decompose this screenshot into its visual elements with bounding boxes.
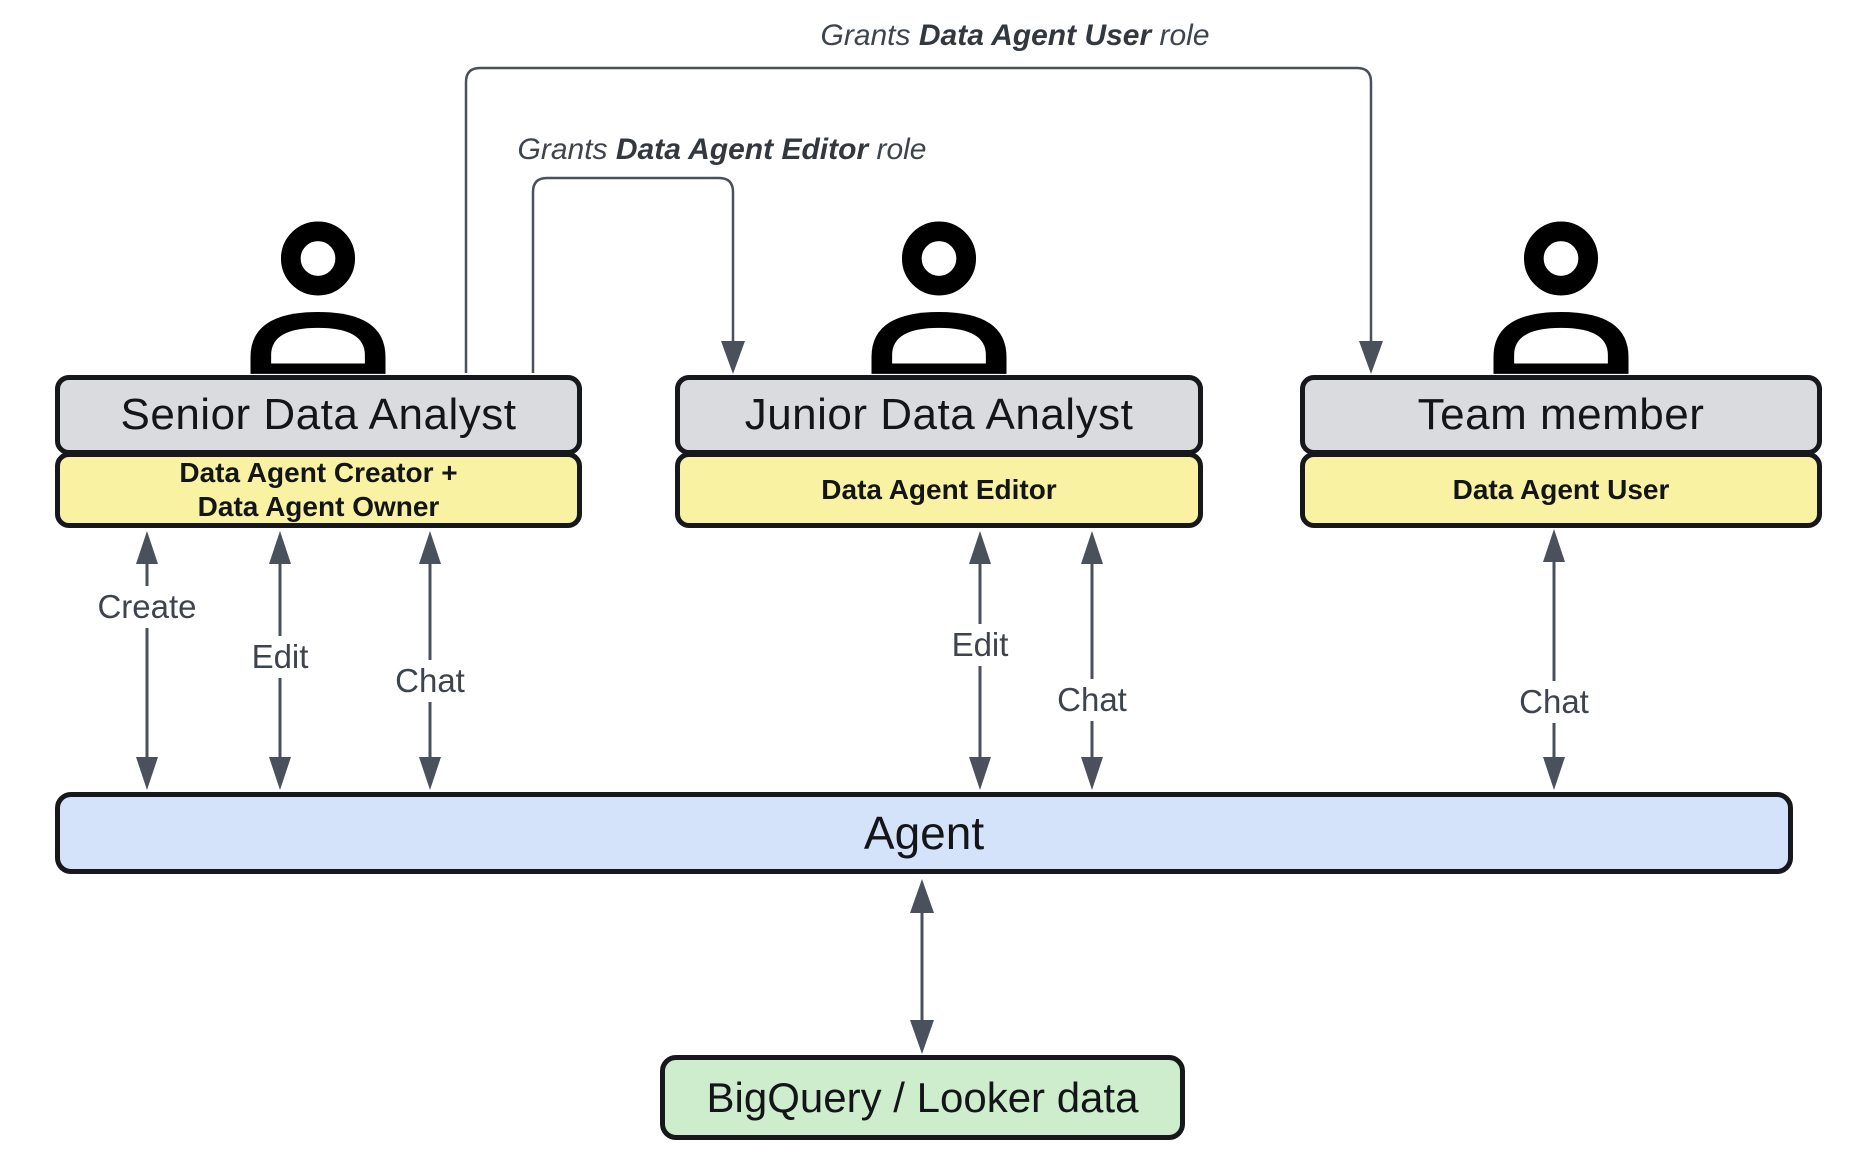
senior-chat-label: Chat (385, 660, 475, 702)
grants-user-label: Grants Data Agent User role (820, 19, 1209, 53)
grants-user-role-name: Data Agent User (918, 19, 1152, 52)
junior-chat-label: Chat (1047, 679, 1137, 721)
agent-bar: Agent (55, 792, 1793, 874)
arrow-senior-create (136, 531, 158, 790)
datastore-box: BigQuery / Looker data (660, 1055, 1185, 1140)
grants-user-prefix: Grants (820, 19, 919, 52)
grants-editor-prefix: Grants (517, 133, 616, 166)
grants-user-suffix: role (1151, 19, 1210, 52)
senior-create-label: Create (87, 586, 207, 628)
grants-editor-arrowhead-icon (721, 341, 745, 374)
junior-analyst-role-box: Data Agent Editor (675, 452, 1203, 528)
team-chat-label: Chat (1509, 681, 1599, 723)
grants-editor-suffix: role (868, 133, 927, 166)
arrow-team-chat (1543, 529, 1565, 790)
grants-user-connector (464, 66, 1383, 374)
grants-editor-label: Grants Data Agent Editor role (518, 133, 927, 167)
senior-analyst-role-box: Data Agent Creator + Data Agent Owner (55, 452, 582, 528)
team-member-role-box: Data Agent User (1300, 452, 1822, 528)
person-icon (250, 221, 386, 374)
junior-edit-label: Edit (941, 624, 1019, 666)
person-icon (871, 221, 1007, 374)
junior-analyst-title-box: Junior Data Analyst (675, 375, 1203, 455)
senior-analyst-title-box: Senior Data Analyst (55, 375, 582, 455)
grants-user-arrowhead-icon (1359, 341, 1383, 374)
arrow-agent-datastore (910, 879, 934, 1054)
grants-editor-connector (531, 176, 745, 374)
person-icon (1493, 221, 1629, 374)
senior-edit-label: Edit (241, 636, 319, 678)
team-member-title-box: Team member (1300, 375, 1822, 455)
grants-editor-role-name: Data Agent Editor (615, 133, 869, 166)
arrow-junior-chat (1081, 531, 1103, 790)
